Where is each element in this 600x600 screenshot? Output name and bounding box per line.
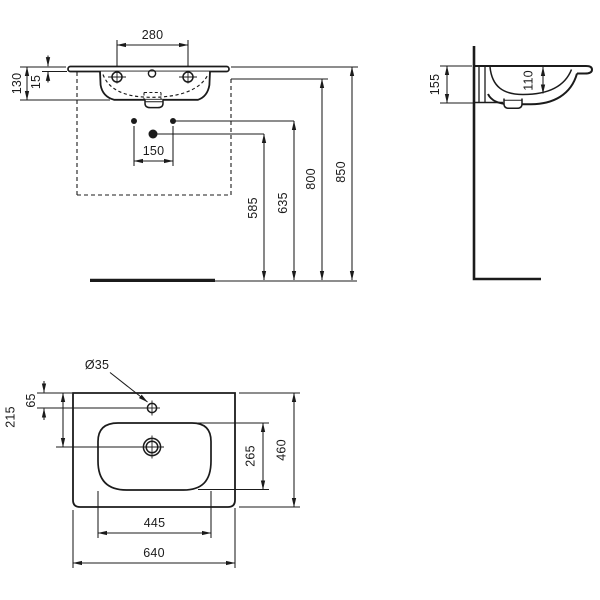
dim-label-supply-spacing: 150 — [143, 144, 164, 158]
dim-label-faucet-offset: 65 — [24, 393, 38, 407]
dim-label-faucet-spacing: 280 — [142, 28, 163, 42]
dim-supply-height: 635 — [276, 120, 297, 281]
drain-trap — [144, 99, 164, 109]
dim-label-waste-height: 585 — [246, 197, 260, 218]
plan-drain-hole — [140, 435, 164, 459]
dim-label-rim-top-height: 850 — [334, 161, 348, 182]
side-back-mount — [474, 67, 503, 104]
dim-total-height: 130 — [10, 66, 110, 101]
side-rim-lip — [577, 65, 594, 75]
dim-label-faucet-diameter: Ø35 — [85, 358, 109, 372]
dim-label-supply-height: 635 — [276, 192, 290, 213]
dim-overall-depth: 460 — [239, 392, 300, 508]
dim-rim-underside-height: 800 — [231, 78, 328, 281]
side-bowl-inner — [489, 66, 573, 96]
plan-bowl-outline — [97, 422, 212, 491]
dim-bowl-width: 445 — [97, 491, 212, 538]
dim-label-rim-underside-height: 800 — [304, 168, 318, 189]
dim-label-rim-thickness: 15 — [29, 75, 43, 89]
dim-basin-depth: 155 — [428, 65, 473, 104]
plan-faucet-hole — [144, 400, 160, 416]
dim-label-drain-offset: 215 — [4, 406, 18, 427]
dim-waste-height: 585 — [246, 133, 267, 281]
faucet-hole-left — [108, 70, 126, 84]
faucet-hole-right — [179, 70, 197, 84]
dim-label-total-height: 130 — [10, 73, 24, 94]
drain-hidden-box — [143, 91, 162, 100]
dim-label-bowl-inner-depth: 110 — [522, 70, 536, 91]
side-section-view: 155 110 — [428, 46, 594, 281]
dim-drain-offset: 215 — [4, 392, 141, 448]
front-elevation-view: 280 130 15 150 — [10, 28, 358, 282]
dim-rim-thickness: 15 — [29, 55, 67, 89]
dim-faucet-offset: 65 — [24, 381, 146, 420]
supply-connection-dot-left — [131, 118, 137, 124]
bowl-hidden-line — [102, 74, 209, 98]
side-bowl-outer — [487, 73, 578, 106]
dim-faucet-spacing: 280 — [116, 28, 189, 66]
plan-slab-outline — [72, 392, 236, 508]
dim-label-overall-width: 640 — [143, 546, 164, 560]
dim-supply-spacing: 150 — [133, 126, 174, 166]
dim-label-bowl-length: 265 — [244, 445, 258, 466]
washbasin-slab — [67, 65, 230, 73]
dim-bowl-length: 265 — [150, 422, 269, 491]
cabinet-outline-dashed — [76, 72, 232, 196]
plan-view: Ø35 65 215 265 — [4, 358, 300, 568]
overflow-hole — [147, 69, 157, 78]
side-trap — [503, 98, 523, 110]
dim-label-bowl-width: 445 — [144, 516, 165, 530]
wall-floor-line — [472, 46, 541, 281]
dim-label-overall-depth: 460 — [275, 439, 289, 460]
dim-rim-top-height: 850 — [231, 66, 358, 281]
dim-overall-width: 640 — [72, 508, 236, 568]
callout-faucet-diameter: Ø35 — [85, 358, 148, 403]
dim-bowl-inner-depth: 110 — [522, 66, 546, 94]
dim-label-basin-depth: 155 — [428, 74, 442, 95]
